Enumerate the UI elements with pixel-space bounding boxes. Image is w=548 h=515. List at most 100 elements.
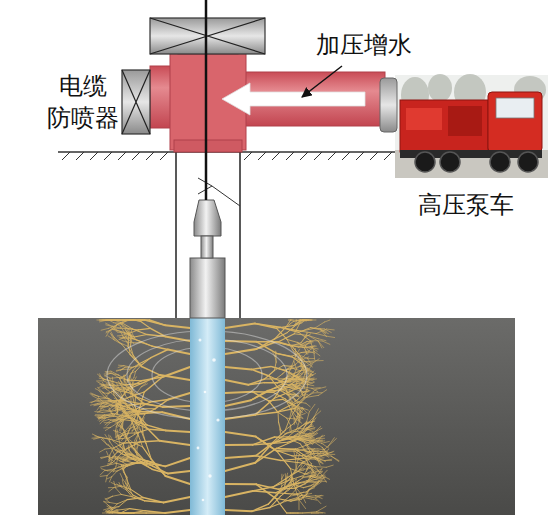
fracture [168, 471, 190, 474]
fracture [138, 328, 150, 329]
ground-hatch [62, 152, 70, 160]
fracture [159, 441, 190, 445]
fracture [225, 432, 256, 437]
fracture [313, 392, 322, 393]
fracture [307, 443, 309, 449]
fracture [124, 337, 129, 343]
fracture [298, 395, 303, 399]
fracture [295, 416, 300, 423]
fracture [112, 471, 117, 477]
fracture [248, 379, 264, 385]
fracture [110, 442, 116, 451]
fracture [286, 428, 298, 433]
fracture [117, 335, 122, 337]
fracture [127, 458, 134, 459]
fracture [109, 488, 114, 492]
fracture [290, 432, 303, 438]
fracture [308, 359, 311, 365]
fracture [101, 328, 108, 330]
fracture [142, 423, 143, 432]
fracture [130, 433, 138, 438]
fracture [99, 391, 104, 396]
fracture [286, 473, 288, 479]
fracture [288, 481, 292, 489]
fracture [148, 429, 166, 430]
fracture [99, 378, 105, 379]
fracture [316, 329, 326, 334]
fracture [116, 488, 122, 494]
fracture [303, 388, 309, 390]
fracture [109, 399, 122, 406]
fracture [299, 407, 303, 414]
fracture [314, 359, 319, 362]
fracture [290, 479, 296, 482]
fracture [295, 414, 299, 423]
fracture [303, 392, 308, 395]
fracture [288, 483, 294, 489]
fracture [279, 422, 280, 429]
fracture [289, 484, 295, 490]
fracture [291, 320, 295, 321]
fracture [255, 398, 274, 414]
fracture [273, 430, 286, 443]
ground-hatch [272, 152, 280, 160]
fracture [301, 352, 308, 353]
fracture [111, 377, 118, 379]
fracture [296, 382, 299, 385]
fracture [128, 423, 132, 434]
fracture [309, 374, 311, 381]
fracture [289, 320, 291, 321]
fracture [326, 336, 334, 337]
fracture [123, 388, 125, 395]
fracture [122, 466, 126, 467]
fracture [134, 334, 147, 336]
fracture [251, 391, 268, 400]
fracture [265, 370, 275, 378]
fracture [320, 451, 327, 452]
fracture [311, 499, 316, 500]
fracture [131, 443, 132, 447]
fracture [281, 489, 289, 496]
fracture [307, 341, 313, 342]
fracture [301, 351, 309, 352]
wireline-cable [205, 0, 208, 200]
fracture [126, 442, 139, 449]
fracture [118, 365, 123, 367]
fracture [322, 447, 328, 454]
fracture [308, 358, 315, 359]
fracture [294, 470, 301, 474]
fracture [293, 513, 296, 514]
fracture [112, 373, 119, 377]
fracture [123, 402, 128, 407]
fracture [288, 394, 295, 395]
fracture [317, 469, 322, 476]
fracture [293, 320, 300, 322]
fracture [312, 387, 320, 389]
fracture [114, 416, 126, 417]
fracture [316, 506, 326, 512]
fracture [301, 331, 317, 333]
fracture [99, 320, 107, 322]
fracture [99, 407, 103, 411]
fracture [315, 482, 322, 487]
fracture [300, 342, 307, 345]
fracture [306, 332, 307, 337]
fracture [132, 417, 137, 422]
fracture [128, 331, 129, 338]
fracture [91, 399, 98, 403]
fracture [136, 453, 142, 460]
fracture [123, 320, 127, 321]
fracture [109, 477, 111, 482]
fracture [309, 336, 319, 342]
fracture [275, 332, 288, 338]
fracture [316, 496, 323, 499]
fracture [143, 447, 152, 459]
fracture [92, 434, 99, 437]
fracture [312, 388, 318, 391]
fracture [122, 320, 126, 321]
fracture [291, 401, 292, 409]
fracture [127, 438, 133, 443]
fracture [303, 347, 311, 348]
fracture [132, 339, 141, 342]
fracture [120, 474, 123, 480]
